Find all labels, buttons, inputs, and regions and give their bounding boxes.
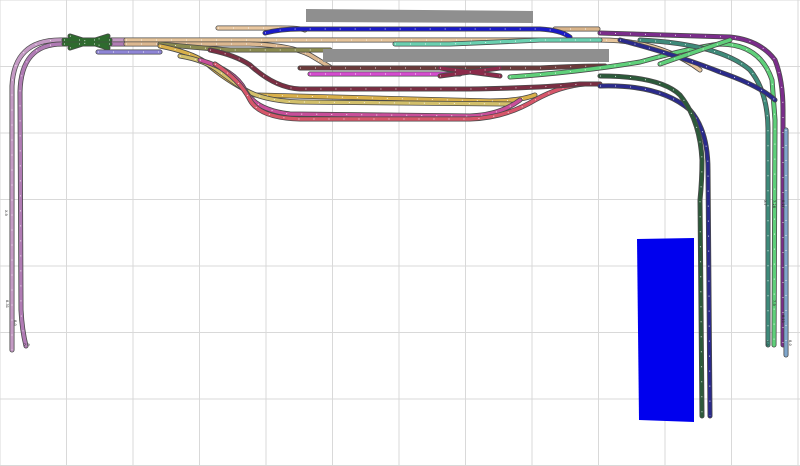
track-olive-short-core <box>158 42 332 52</box>
track-outer-loop[interactable] <box>9 37 129 353</box>
platforms <box>306 9 609 62</box>
track-purple-right-core <box>598 31 785 347</box>
track-outer-loop-inner-rail[interactable] <box>17 41 129 349</box>
lbl-right-2: 7-18 <box>772 200 776 208</box>
lbl-left-3: 8-0 <box>13 320 17 326</box>
track-station-teal-core <box>393 38 602 46</box>
track-outer-loop-core <box>10 38 128 352</box>
track-station-blue-core <box>263 27 572 39</box>
track-pink-curve-sleepers <box>199 59 521 117</box>
lbl-left-2: 8-31 <box>5 300 9 308</box>
labels: X-9 8-31 8-0 2-9 X-7 7-18 7-9 7-0 8-18 8… <box>4 200 792 347</box>
track-green-right-core <box>508 42 777 347</box>
track-green-diagonal-core <box>658 38 732 66</box>
lbl-right-3: 7-9 <box>772 300 776 306</box>
track-outer-loop-inner-rail-core <box>18 42 128 348</box>
blue-building[interactable] <box>637 238 694 422</box>
track-navy-diagonal-sleepers <box>619 39 776 101</box>
track-outer-loop-inner-rail-sleepers <box>19 43 126 347</box>
lbl-right-1: X-7 <box>763 200 767 206</box>
lbl-left-1: X-9 <box>4 210 8 216</box>
platform-middle[interactable] <box>323 49 609 62</box>
track-outer-loop-sleepers <box>11 39 126 350</box>
track-crossover-maroon-sleepers <box>439 67 501 77</box>
lbl-right-6: 8-11 <box>781 315 785 323</box>
lbl-right-4: 7-0 <box>765 340 769 346</box>
track-crossover-left-core <box>62 34 112 50</box>
tracks <box>9 25 789 419</box>
track-main-tan-2-core <box>124 42 332 69</box>
track-mustard-curve-sleepers <box>179 55 511 105</box>
track-dark-green-right-core <box>598 74 704 418</box>
track-teal-right-core <box>638 38 770 347</box>
track-red-curve-core <box>213 62 587 121</box>
lbl-left-4: 2-9 <box>24 343 30 347</box>
track-maroon-1-sleepers <box>209 49 600 90</box>
track-maroon-2-sleepers <box>300 65 606 69</box>
lbl-right-7: 8-0 <box>788 340 792 346</box>
lbl-right-5: 8-18 <box>781 200 785 208</box>
buildings <box>637 238 694 422</box>
platform-top[interactable] <box>306 9 533 23</box>
